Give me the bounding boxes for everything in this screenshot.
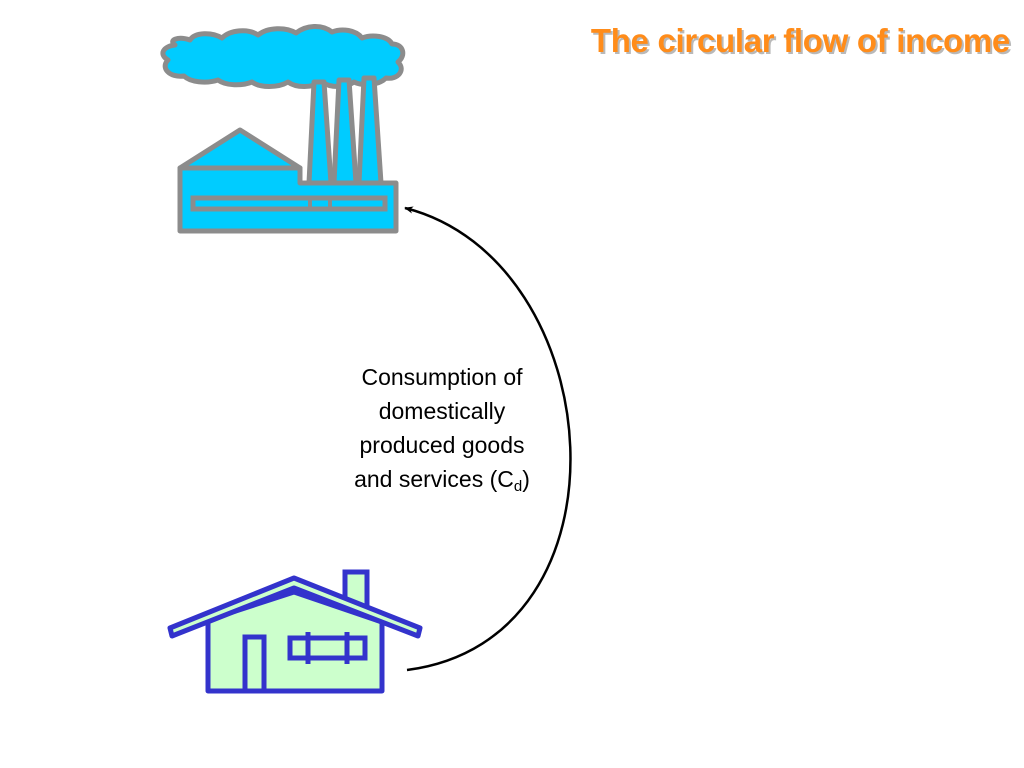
flow-label-line: produced goods [359, 432, 525, 458]
flow-label-line: Consumption of [361, 364, 523, 390]
flow-symbol-subscript: d [513, 478, 523, 495]
smoke-cloud [160, 24, 406, 89]
flow-label-line-with-symbol: and services (Cd) [318, 462, 566, 496]
house-icon [167, 569, 423, 694]
consumption-flow-arrow [404, 206, 572, 672]
flow-symbol-close: ) [522, 466, 530, 492]
chimney [306, 79, 334, 186]
slide-title: The circular flow of income [590, 22, 1010, 59]
house-roof [167, 575, 423, 639]
flow-label-line: domestically [378, 398, 506, 424]
factory-icon [160, 24, 406, 234]
factory-window-strip [190, 195, 388, 212]
house-window [287, 635, 368, 661]
factory-roof [177, 127, 303, 171]
flow-label-text: and services (C [354, 466, 514, 492]
chimney [331, 77, 359, 186]
house-door [242, 634, 267, 694]
consumption-flow-label: Consumption of domestically produced goo… [318, 360, 566, 496]
chimney [356, 75, 384, 186]
